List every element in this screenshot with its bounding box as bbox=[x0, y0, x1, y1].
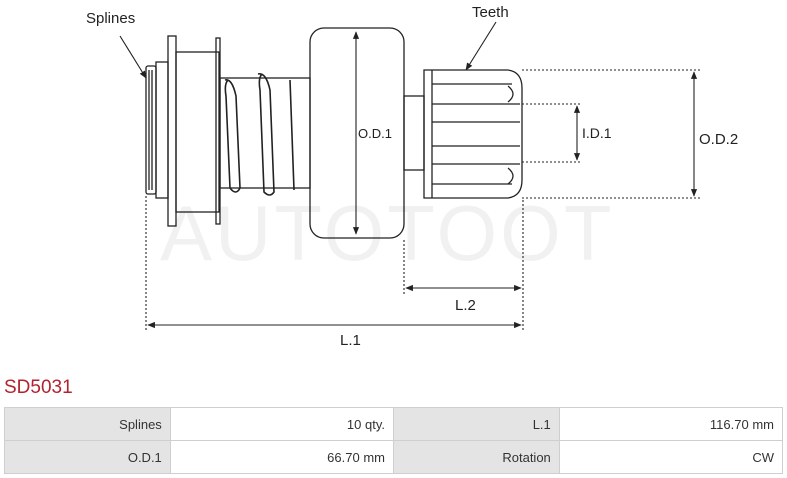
label-teeth: Teeth bbox=[472, 4, 509, 21]
spec-value: 10 qty. bbox=[169, 407, 394, 441]
label-od1: O.D.1 bbox=[358, 126, 392, 141]
spec-table: Splines 10 qty. L.1 116.70 mm O.D.1 66.7… bbox=[4, 407, 784, 474]
spring-sleeve bbox=[219, 77, 311, 189]
teeth-leader bbox=[465, 21, 497, 71]
pinion-gear bbox=[423, 69, 523, 199]
diagram-labels: Splines Teeth O.D.1 I.D.1 O.D.2 L.2 L.1 bbox=[86, 4, 738, 349]
spec-label: L.1 bbox=[392, 407, 560, 441]
table-row: Splines 10 qty. L.1 116.70 mm bbox=[4, 407, 784, 441]
label-od2: O.D.2 bbox=[699, 131, 738, 148]
spec-value: 66.70 mm bbox=[169, 440, 394, 474]
starter-drive-diagram: Splines Teeth O.D.1 I.D.1 O.D.2 L.2 L.1 bbox=[86, 4, 738, 349]
spec-label: O.D.1 bbox=[4, 440, 171, 474]
label-splines: Splines bbox=[86, 10, 135, 27]
table-row: O.D.1 66.70 mm Rotation CW bbox=[4, 440, 784, 474]
label-l2: L.2 bbox=[455, 297, 476, 314]
dimension-lines bbox=[119, 21, 700, 330]
spec-value: CW bbox=[558, 440, 784, 474]
spring-coils bbox=[224, 73, 295, 196]
spline-hub bbox=[145, 65, 157, 195]
part-code: SD5031 bbox=[4, 377, 73, 398]
label-id1: I.D.1 bbox=[582, 125, 612, 141]
spec-value: 116.70 mm bbox=[558, 407, 784, 441]
splines-leader bbox=[119, 35, 147, 79]
watermark: AUTOTOOT bbox=[160, 189, 615, 277]
spec-label: Rotation bbox=[392, 440, 560, 474]
hub-body bbox=[155, 61, 169, 199]
spec-label: Splines bbox=[4, 407, 171, 441]
label-l1: L.1 bbox=[340, 332, 361, 349]
drive-drawing bbox=[145, 27, 523, 239]
